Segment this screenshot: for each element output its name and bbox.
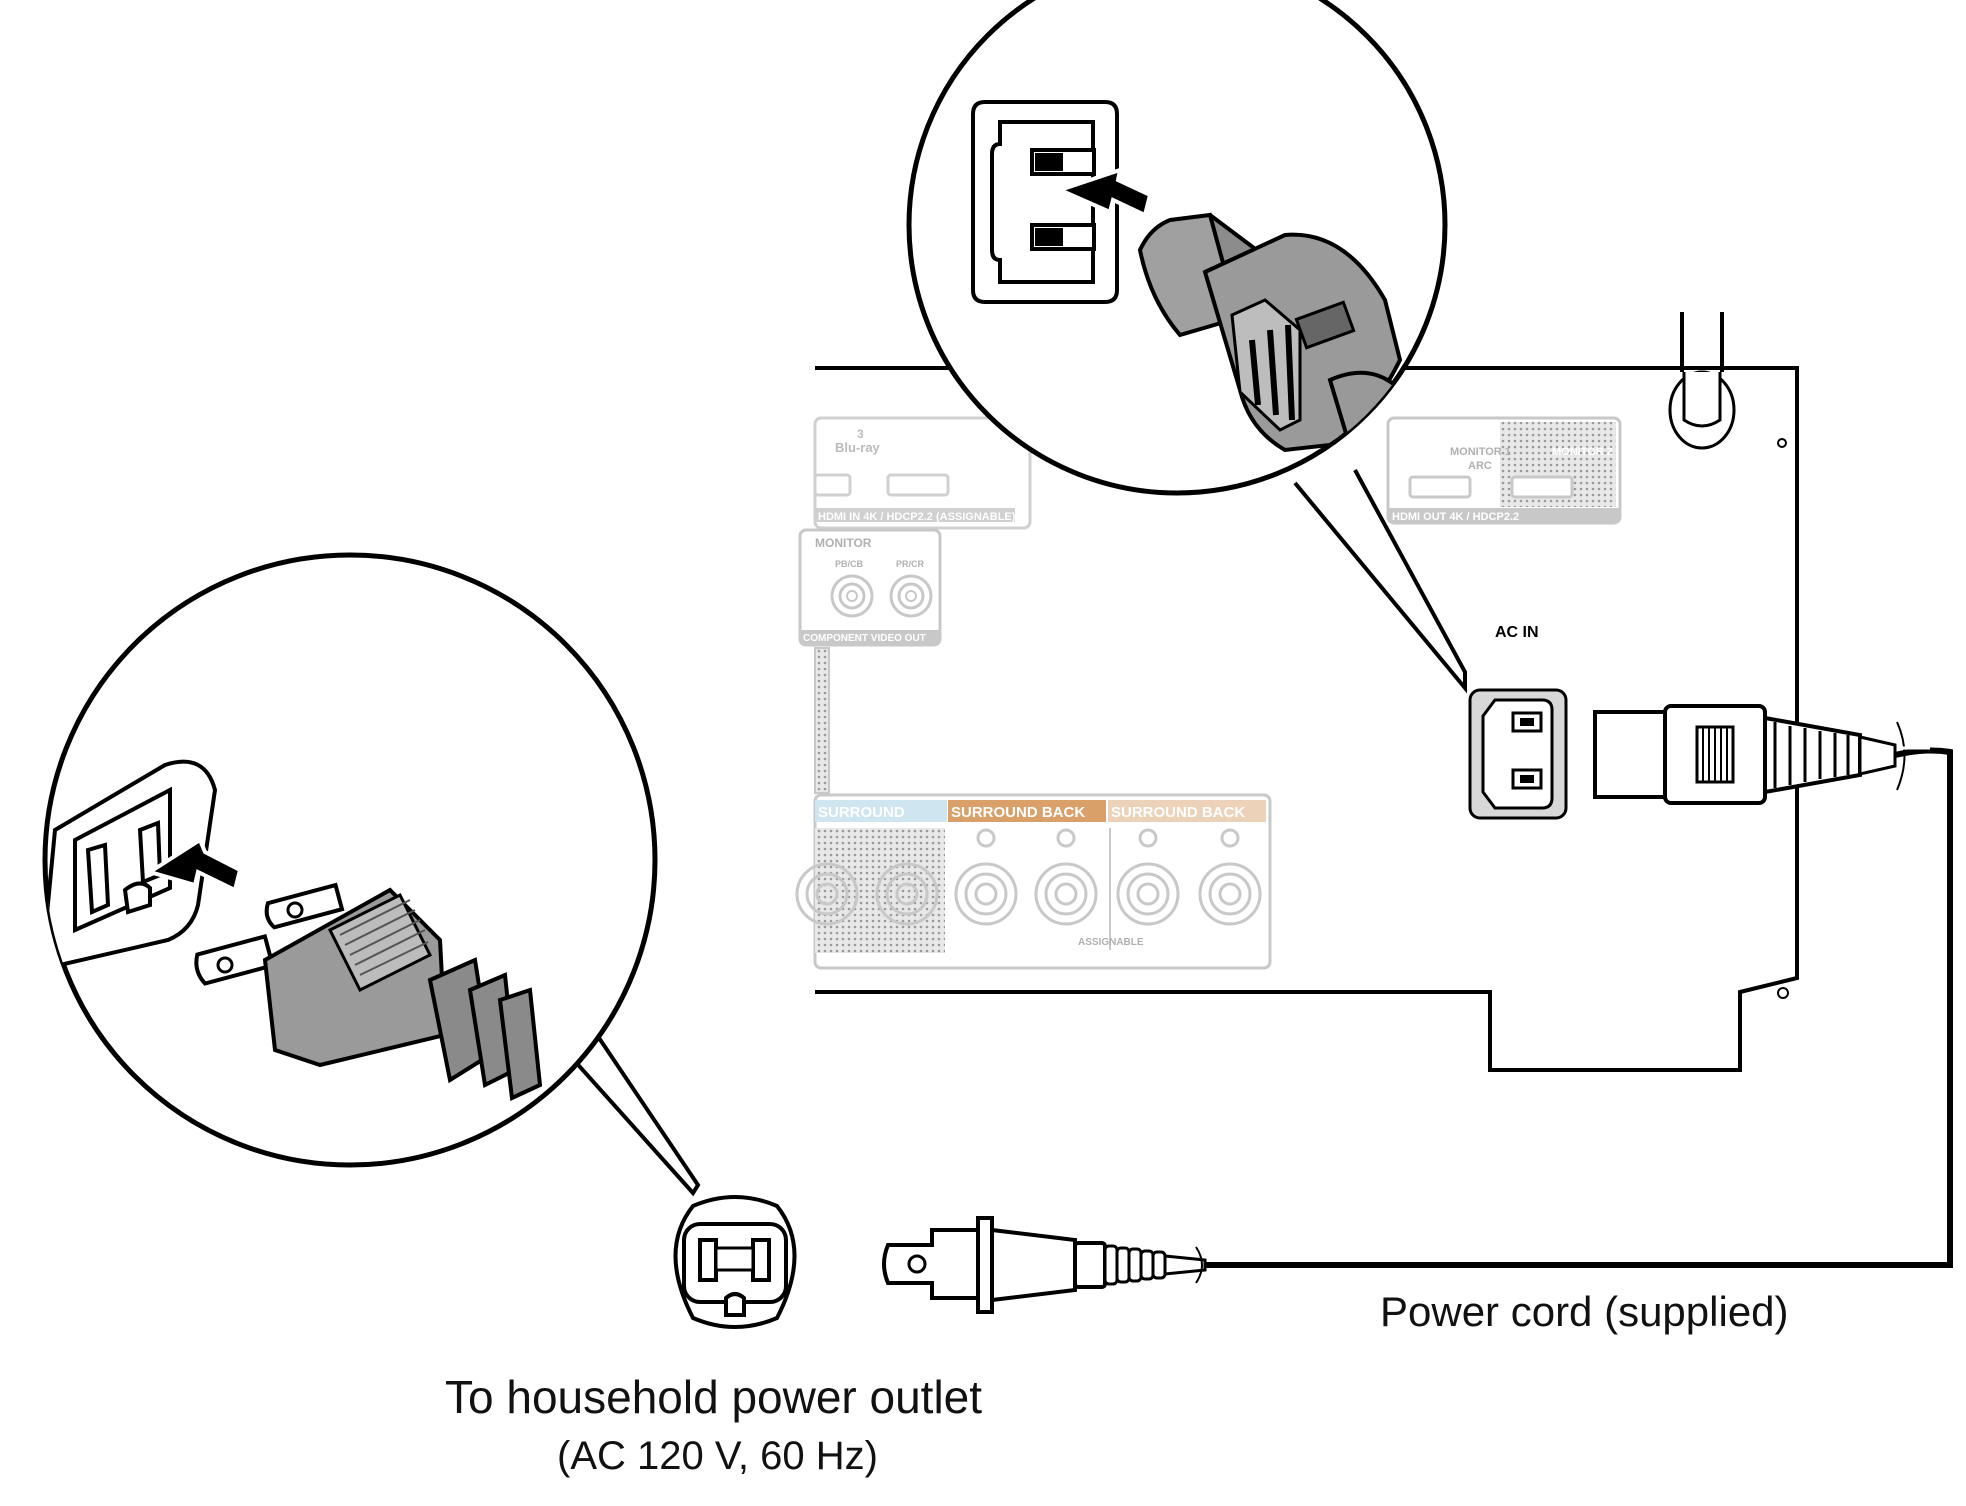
hdmi-port-icon xyxy=(886,473,950,497)
hdmi-out-row-label: HDMI OUT 4K / HDCP2.2 xyxy=(1392,511,1519,523)
rca-jack-icon xyxy=(830,574,874,618)
insert-arrow-icon xyxy=(1054,167,1153,218)
antenna-post xyxy=(1668,312,1736,450)
arc-label: ARC xyxy=(1468,460,1492,472)
monitor-2-label: MONITOR 2 xyxy=(1552,446,1613,458)
dotted-strip xyxy=(814,647,830,794)
outlet-caption: To household power outlet xyxy=(445,1371,983,1423)
hdmi-port-icon xyxy=(813,473,852,497)
screw-icon xyxy=(1777,438,1787,448)
ac-in-label: AC IN xyxy=(1495,624,1539,641)
receiver-rear-panel: 3 Blu-ray HDMI IN 4K / HDCP2.2 (ASSIGNAB… xyxy=(795,312,1906,1072)
wall-outlet-icon xyxy=(673,1195,797,1329)
surround-label: SURROUND xyxy=(818,804,905,821)
wall-plug xyxy=(882,1216,1207,1314)
component-video-out-block: MONITOR PB/CB PR/CR COMPONENT VIDEO OUT xyxy=(798,528,942,647)
iec-plug-connector xyxy=(1593,704,1906,805)
pr-label: PR/CR xyxy=(896,559,925,569)
zoom-callout-outlet xyxy=(42,552,701,1197)
hdmi-output-block: MONITOR 1 ARC MONITOR 2 HDMI OUT 4K / HD… xyxy=(1386,416,1622,525)
surround-back-r-label: SURROUND BACK xyxy=(951,804,1085,821)
assignable-label: ASSIGNABLE xyxy=(1078,937,1144,948)
hdmi-input-block: 3 Blu-ray HDMI IN 4K / HDCP2.2 (ASSIGNAB… xyxy=(813,416,1032,530)
hdmi-port-icon xyxy=(1510,475,1574,499)
rca-jack-icon xyxy=(889,574,933,618)
component-video-out-label: COMPONENT VIDEO OUT xyxy=(803,633,926,644)
input-number: 3 xyxy=(857,427,864,441)
ac-in-socket: AC IN xyxy=(1468,624,1568,820)
power-cord-caption: Power cord (supplied) xyxy=(1380,1288,1789,1335)
power-cord-line xyxy=(1205,747,1953,1268)
outlet-spec-caption: (AC 120 V, 60 Hz) xyxy=(557,1434,878,1478)
component-monitor-label: MONITOR xyxy=(815,536,872,550)
surround-back-l-label: SURROUND BACK xyxy=(1111,804,1245,821)
hdmi-port-icon xyxy=(1408,475,1472,499)
hdmi-in-row-label: HDMI IN 4K / HDCP2.2 (ASSIGNABLE) xyxy=(818,511,1016,523)
screw-icon xyxy=(1777,987,1789,999)
input-name: Blu-ray xyxy=(835,440,881,455)
monitor-1-label: MONITOR 1 xyxy=(1450,446,1511,458)
insert-arrow-icon xyxy=(145,837,243,893)
speaker-terminal-block: SURROUND SURROUND BACK SURROUND BACK ASS… xyxy=(795,793,1272,970)
pb-label: PB/CB xyxy=(835,559,864,569)
zoom-callout-ac-in xyxy=(906,0,1467,694)
